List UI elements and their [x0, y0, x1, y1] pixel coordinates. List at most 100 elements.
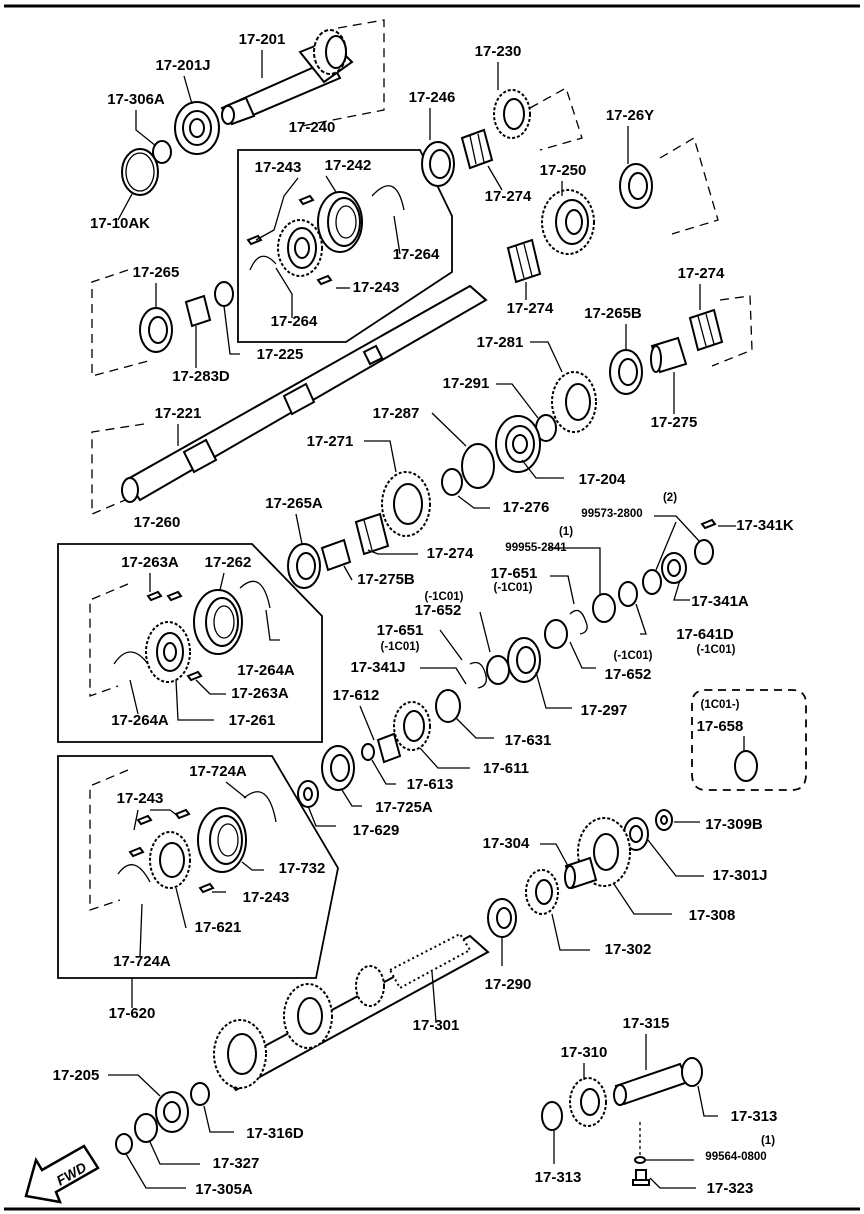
part-label-l55: 17-725A: [375, 799, 433, 816]
ring-17-641d: [618, 581, 638, 607]
part-label-l62: 17-243: [243, 889, 290, 906]
needle-bearing-17-274-c: [688, 308, 724, 352]
part-label-l6: 17-243: [255, 159, 302, 176]
part-label-l35: 17-275B: [357, 571, 415, 588]
part-label-l53: 17-613: [407, 776, 454, 793]
part-sublabel-s10: (1C01-): [701, 699, 740, 711]
main-shaft-17-221: [121, 284, 488, 503]
gear-17-250: [541, 189, 595, 255]
ring-17-652-b: [486, 655, 510, 685]
sleeve-17-275: [650, 336, 688, 374]
part-sublabel-s1: (2): [663, 492, 677, 504]
synchro-ring-17-265b: [609, 349, 643, 395]
part-label-l7: 17-242: [325, 157, 372, 174]
clip-17-651-b: [469, 661, 487, 689]
washer-17-313-b: [541, 1101, 563, 1131]
part-label-l59: 17-304: [483, 835, 530, 852]
key-17-243-a: [298, 194, 315, 206]
ring-17-225: [214, 281, 234, 307]
washer-17-313-a: [681, 1057, 703, 1087]
part-sublabel-s11: (1): [761, 1135, 775, 1147]
part-label-l60: 17-732: [279, 860, 326, 877]
shaft-17-315: [613, 1062, 690, 1106]
group-box-17-240: [237, 149, 453, 343]
spring-17-264-b: [249, 255, 277, 271]
part-label-l37: 17-263A: [231, 685, 289, 702]
part-sublabel-s2: 99573-2800: [581, 508, 642, 520]
part-label-l48: 17-612: [333, 687, 380, 704]
guide-620: [89, 769, 129, 911]
part-label-l70: 17-315: [623, 1015, 670, 1032]
ring-17-652-a: [544, 619, 568, 649]
needle-bearing-17-274-a: [460, 128, 494, 170]
snap-ring-17-306a: [152, 140, 172, 164]
guide-265: [91, 269, 153, 377]
part-label-l18: 17-274: [507, 300, 554, 317]
part-label-l57: 17-629: [353, 822, 400, 839]
part-label-l52: 17-724A: [189, 763, 247, 780]
needle-bearing-17-274-b: [506, 238, 542, 284]
part-label-l76: 17-313: [535, 1169, 582, 1186]
part-label-l39: 17-261: [229, 712, 276, 729]
part-label-l2: 17-201J: [155, 57, 210, 74]
part-label-l42: 17-651: [491, 565, 538, 582]
part-sublabel-s3: (1): [559, 526, 573, 538]
nut-17-341a: [661, 552, 687, 584]
needle-bearing-17-283d: [184, 294, 212, 328]
part-label-l68: 17-620: [109, 1005, 156, 1022]
ring-17-631: [435, 689, 461, 723]
bearing-17-205: [155, 1091, 189, 1133]
part-label-l16: 17-265: [133, 264, 180, 281]
part-label-l8: 17-264: [393, 246, 440, 263]
ring-17-10ak: [121, 148, 159, 196]
part-label-l25: 17-221: [155, 405, 202, 422]
part-label-l41: 17-341A: [691, 593, 749, 610]
part-label-l47: 17-341J: [350, 659, 405, 676]
part-label-l27: 17-271: [307, 433, 354, 450]
spring-17-724a-a: [243, 791, 277, 823]
synchro-ring-17-246: [421, 141, 455, 187]
group-box-1c01: [691, 689, 807, 791]
part-label-l22: 17-281: [477, 334, 524, 351]
pin-17-341k: [700, 518, 717, 530]
synchronizer-hub-17-621: [149, 831, 191, 889]
guide-gear-230: [529, 87, 583, 151]
part-label-l67: 17-290: [485, 976, 532, 993]
key-17-243-d: [136, 814, 153, 826]
guide-26y: [659, 137, 719, 235]
sleeve-17-304: [564, 856, 598, 890]
spring-17-264a-a: [239, 580, 271, 609]
bearing-17-201j: [174, 101, 220, 155]
part-label-l66: 17-724A: [113, 953, 171, 970]
part-label-l26: 17-275: [651, 414, 698, 431]
part-label-l30: 17-276: [503, 499, 550, 516]
key-17-263a-a: [146, 590, 163, 602]
part-label-l23: 17-291: [443, 375, 490, 392]
part-label-l3: 17-306A: [107, 91, 165, 108]
part-label-l32: 17-274: [427, 545, 474, 562]
part-label-l73: 17-316D: [246, 1125, 304, 1142]
key-17-243-b: [246, 234, 263, 246]
ring-17-641d-upper: [642, 569, 662, 595]
gear-17-302: [525, 869, 559, 915]
needle-bearing-17-274-d: [354, 512, 390, 556]
part-label-l24: 17-287: [373, 405, 420, 422]
sleeve-17-732: [197, 807, 247, 873]
bolt-17-323: [632, 1169, 650, 1186]
part-sub-labels: (2)99573-2800(1)99955-2841(-1C01)(-1C01)…: [381, 492, 776, 1163]
bearing-17-204: [495, 415, 541, 473]
key-17-243-g: [198, 882, 215, 894]
part-label-l34: 17-262: [205, 554, 252, 571]
synchro-ring-17-265a: [287, 543, 321, 589]
part-label-l17: 17-274: [678, 265, 725, 282]
part-sublabel-s8: (-1C01): [614, 650, 653, 662]
bearing-17-297: [507, 637, 541, 683]
guide-260: [89, 583, 129, 697]
guide-main-shaft: [91, 423, 145, 515]
part-label-l12: 17-246: [409, 89, 456, 106]
part-label-l44: 17-651: [377, 622, 424, 639]
part-label-l46: 17-652: [605, 666, 652, 683]
part-label-l9: 17-243: [353, 279, 400, 296]
part-label-l51: 17-658: [697, 718, 744, 735]
